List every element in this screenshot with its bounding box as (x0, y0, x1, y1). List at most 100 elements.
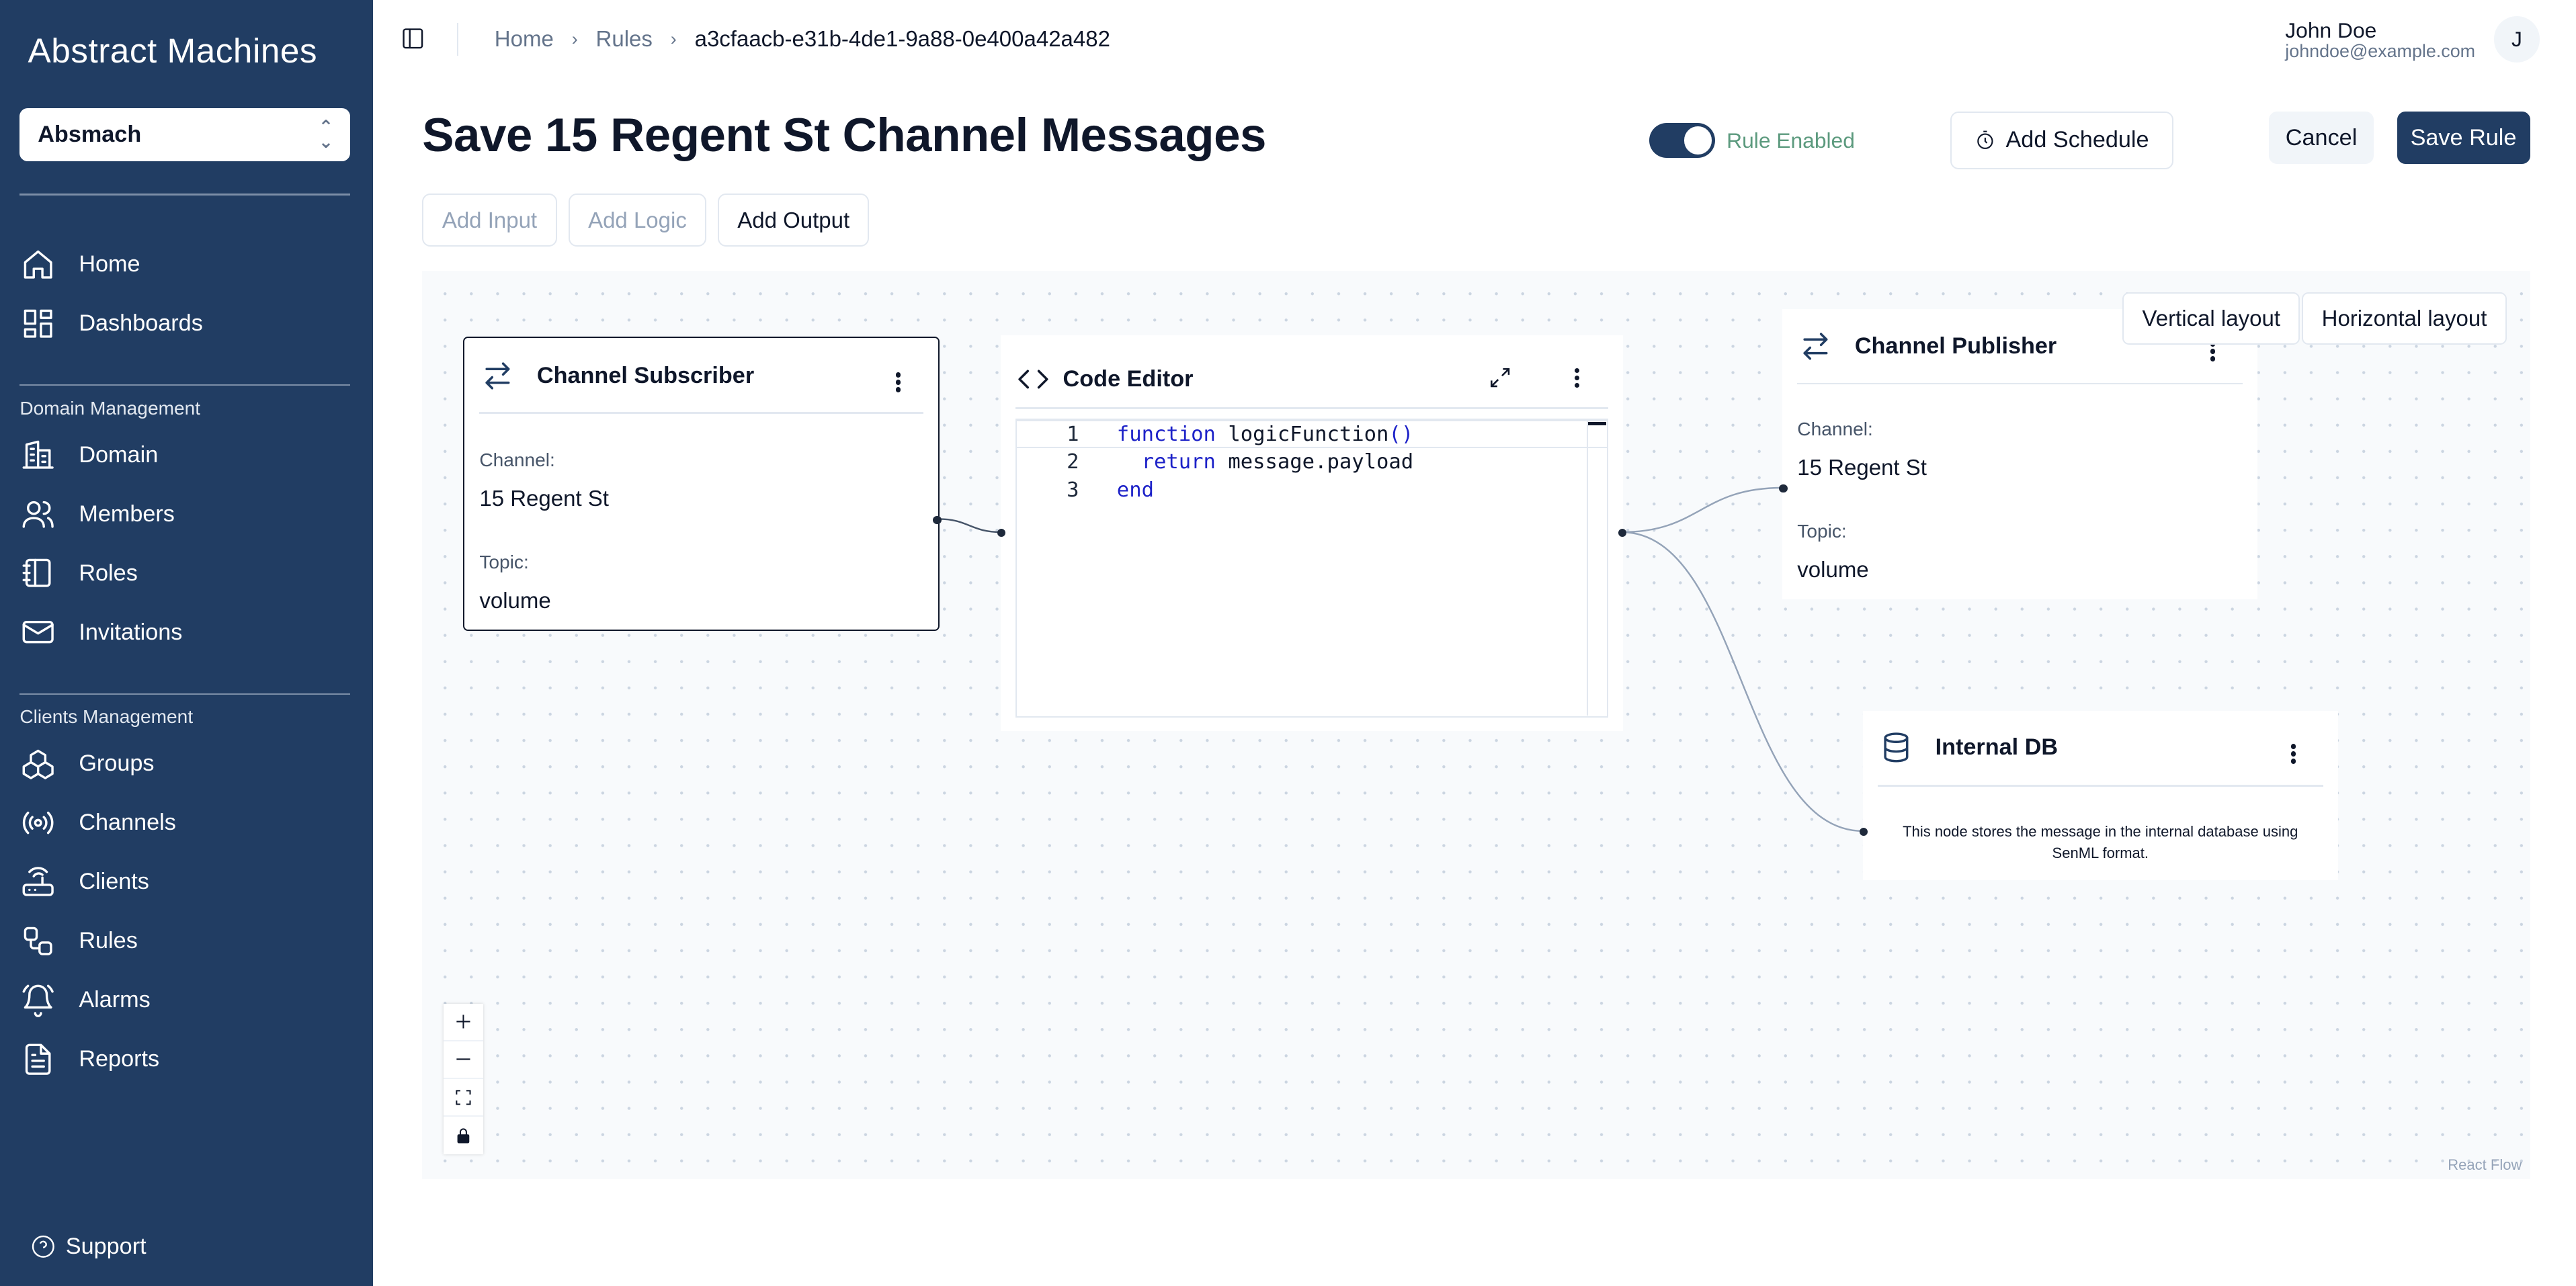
page-title: Save 15 Regent St Channel Messages (422, 109, 1266, 163)
node-code-editor[interactable]: Code Editor 1 function logicFunction() 2… (1000, 335, 1624, 731)
cancel-button[interactable]: Cancel (2268, 112, 2374, 165)
node-title: Code Editor (1063, 366, 1194, 392)
code-line: 1 function logicFunction() (1017, 420, 1413, 448)
rule-enabled-toggle[interactable] (1649, 123, 1716, 158)
node-internal-db[interactable]: Internal DB This node stores the message… (1863, 711, 2338, 881)
add-schedule-button[interactable]: Add Schedule (1950, 112, 2174, 169)
node-divider (1015, 407, 1609, 409)
sidebar-item-groups[interactable]: Groups (19, 736, 356, 791)
code-output-handle[interactable] (1618, 529, 1627, 538)
section-label-clients: Clients Management (19, 706, 194, 728)
db-input-handle[interactable] (1860, 828, 1868, 837)
channel-value: 15 Regent St (479, 486, 609, 511)
sidebar: Abstract Machines Absmach ⌃⌄ Home Dashbo… (0, 0, 373, 1286)
horizontal-layout-button[interactable]: Horizontal layout (2301, 292, 2507, 345)
code-editor-area[interactable]: 1 function logicFunction() 2 return mess… (1015, 419, 1609, 718)
header-separator (456, 23, 458, 56)
sidebar-item-label: Channels (79, 810, 176, 836)
sidebar-item-home[interactable]: Home (19, 237, 356, 292)
fit-view-icon (456, 1090, 471, 1105)
sidebar-item-invitations[interactable]: Invitations (19, 605, 356, 660)
code-scrollbar-track[interactable] (1586, 420, 1589, 716)
sidebar-item-label: Alarms (79, 987, 151, 1013)
node-title: Channel Subscriber (536, 362, 755, 388)
rule-enabled-label: Rule Enabled (1727, 128, 1855, 153)
node-menu-button[interactable] (1572, 368, 1582, 388)
sidebar-item-label: Roles (79, 560, 138, 586)
code-text: end (1116, 478, 1154, 502)
users-icon (19, 496, 56, 532)
add-output-button[interactable]: Add Output (718, 194, 870, 247)
sidebar-item-label: Invitations (79, 619, 183, 645)
organization-select-value: Absmach (38, 121, 142, 147)
help-circle-icon (32, 1235, 55, 1258)
channel-label: Channel: (1797, 419, 1873, 440)
node-channel-publisher[interactable]: Channel Publisher Channel: 15 Regent St … (1782, 308, 2257, 600)
lock-button[interactable] (444, 1117, 483, 1154)
arrows-left-right-icon (1803, 333, 1828, 360)
broadcast-icon (19, 805, 56, 841)
breadcrumb-rules[interactable]: Rules (595, 26, 653, 52)
sidebar-item-clients[interactable]: Clients (19, 854, 356, 910)
groups-icon (19, 746, 56, 782)
node-title: Internal DB (1935, 734, 2059, 760)
home-icon (19, 247, 56, 283)
sidebar-item-dashboards[interactable]: Dashboards (19, 296, 356, 351)
code-input-handle[interactable] (997, 529, 1006, 538)
sidebar-item-alarms[interactable]: Alarms (19, 972, 356, 1028)
database-icon (1883, 732, 1908, 763)
sidebar-divider (19, 693, 350, 695)
avatar[interactable]: J (2493, 16, 2540, 62)
vertical-layout-button[interactable]: Vertical layout (2122, 292, 2300, 345)
channel-label: Channel: (479, 449, 555, 471)
sidebar-item-rules[interactable]: Rules (19, 913, 356, 969)
breadcrumb-current: a3cfaacb-e31b-4de1-9a88-0e400a42a482 (694, 26, 1110, 52)
minus-icon (456, 1058, 470, 1060)
sidebar-item-label: Clients (79, 869, 149, 895)
save-rule-button[interactable]: Save Rule (2397, 112, 2530, 165)
code-line: 2 return message.payload (1017, 448, 1413, 476)
expand-icon (1490, 368, 1509, 388)
node-header: Internal DB (1880, 731, 2059, 764)
topic-label: Topic: (1797, 520, 1847, 542)
add-input-button[interactable]: Add Input (422, 194, 557, 247)
topic-value: volume (1797, 556, 1869, 582)
sidebar-panel-icon (403, 28, 423, 49)
channel-value: 15 Regent St (1797, 455, 1927, 480)
node-menu-button[interactable] (893, 372, 903, 392)
sidebar-item-members[interactable]: Members (19, 486, 356, 542)
code-text: return message.payload (1116, 450, 1414, 474)
zoom-out-button[interactable] (444, 1041, 483, 1080)
fit-view-button[interactable] (444, 1079, 483, 1117)
chevron-right-icon: › (670, 28, 677, 49)
breadcrumb-home[interactable]: Home (494, 26, 554, 52)
bell-icon (19, 982, 56, 1019)
toggle-sidebar-button[interactable] (401, 26, 427, 52)
code-scrollbar-thumb[interactable] (1588, 421, 1607, 425)
sidebar-item-roles[interactable]: Roles (19, 546, 356, 601)
sidebar-item-domain[interactable]: Domain (19, 427, 356, 483)
organization-select[interactable]: Absmach ⌃⌄ (19, 108, 350, 161)
router-icon (19, 864, 56, 900)
brand-logo: Abstract Machines (28, 32, 318, 71)
breadcrumb: Home › Rules › a3cfaacb-e31b-4de1-9a88-0… (495, 26, 1110, 52)
support-label: Support (65, 1233, 147, 1259)
node-channel-subscriber[interactable]: Channel Subscriber Channel: 15 Regent St… (463, 337, 940, 631)
flow-controls (444, 1003, 483, 1155)
subscriber-output-handle[interactable] (933, 515, 942, 524)
sidebar-item-label: Rules (79, 928, 138, 954)
sidebar-item-reports[interactable]: Reports (19, 1031, 356, 1087)
publisher-input-handle[interactable] (1779, 484, 1788, 493)
node-divider (479, 412, 924, 414)
user-email: johndoe@example.com (2285, 41, 2476, 62)
node-title: Channel Publisher (1854, 333, 2057, 359)
code-text: function logicFunction() (1116, 422, 1414, 446)
zoom-in-button[interactable] (444, 1004, 483, 1041)
react-flow-attribution[interactable]: React Flow (2448, 1156, 2522, 1173)
support-link[interactable]: Support (31, 1233, 147, 1260)
expand-button[interactable] (1489, 366, 1511, 389)
add-logic-button[interactable]: Add Logic (568, 194, 707, 247)
chevron-right-icon: › (571, 28, 578, 49)
sidebar-item-channels[interactable]: Channels (19, 795, 356, 851)
node-menu-button[interactable] (2288, 744, 2298, 764)
